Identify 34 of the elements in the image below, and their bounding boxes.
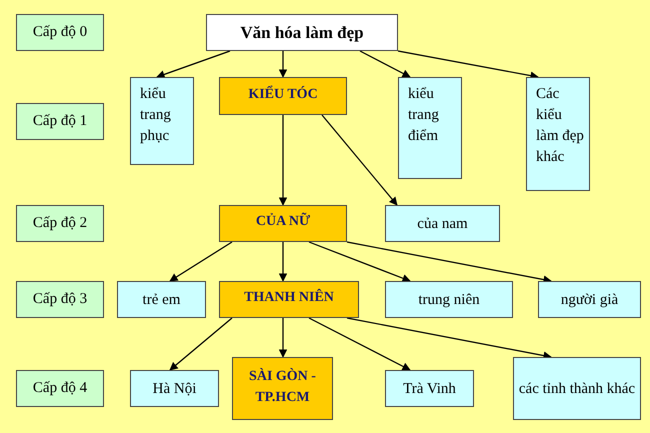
root-box: Văn hóa làm đẹp [206,14,398,51]
topic-box: Trà Vinh [385,370,474,407]
level-box: Cấp độ 2 [16,205,104,242]
level-box: Cấp độ 4 [16,370,104,407]
arrow [278,115,288,206]
arrow [398,50,539,80]
arrow [169,318,232,371]
arrow [278,318,288,358]
topic-box: kiểu trang điểm [398,77,462,179]
arrow [346,317,552,360]
arrow [169,242,232,282]
topic-box: các tỉnh thành khác [513,357,641,420]
level-box: Cấp độ 1 [16,103,104,140]
level-box: Cấp độ 3 [16,281,104,318]
topic-box: của nam [385,205,500,242]
arrow [322,114,398,206]
arrow [308,241,411,282]
arrow [346,241,552,284]
topic-box: kiểu trang phục [130,77,194,165]
topic-box: người già [538,281,641,318]
topic-box: KIỂU TÓC [219,77,347,115]
arrow [278,51,288,78]
topic-box: Hà Nội [130,370,219,407]
topic-box: CỦA NỮ [219,205,347,242]
level-box: Cấp độ 0 [16,14,104,51]
topic-box: trung niên [385,281,513,318]
topic-box: Các kiểu làm đẹp khác [526,77,590,191]
arrow [278,242,288,282]
arrow [360,50,411,78]
topic-box: trẻ em [117,281,206,318]
arrow [156,50,230,78]
topic-box: THANH NIÊN [219,281,359,318]
topic-box: SÀI GÒN - TP.HCM [232,357,333,420]
arrow [308,317,411,371]
